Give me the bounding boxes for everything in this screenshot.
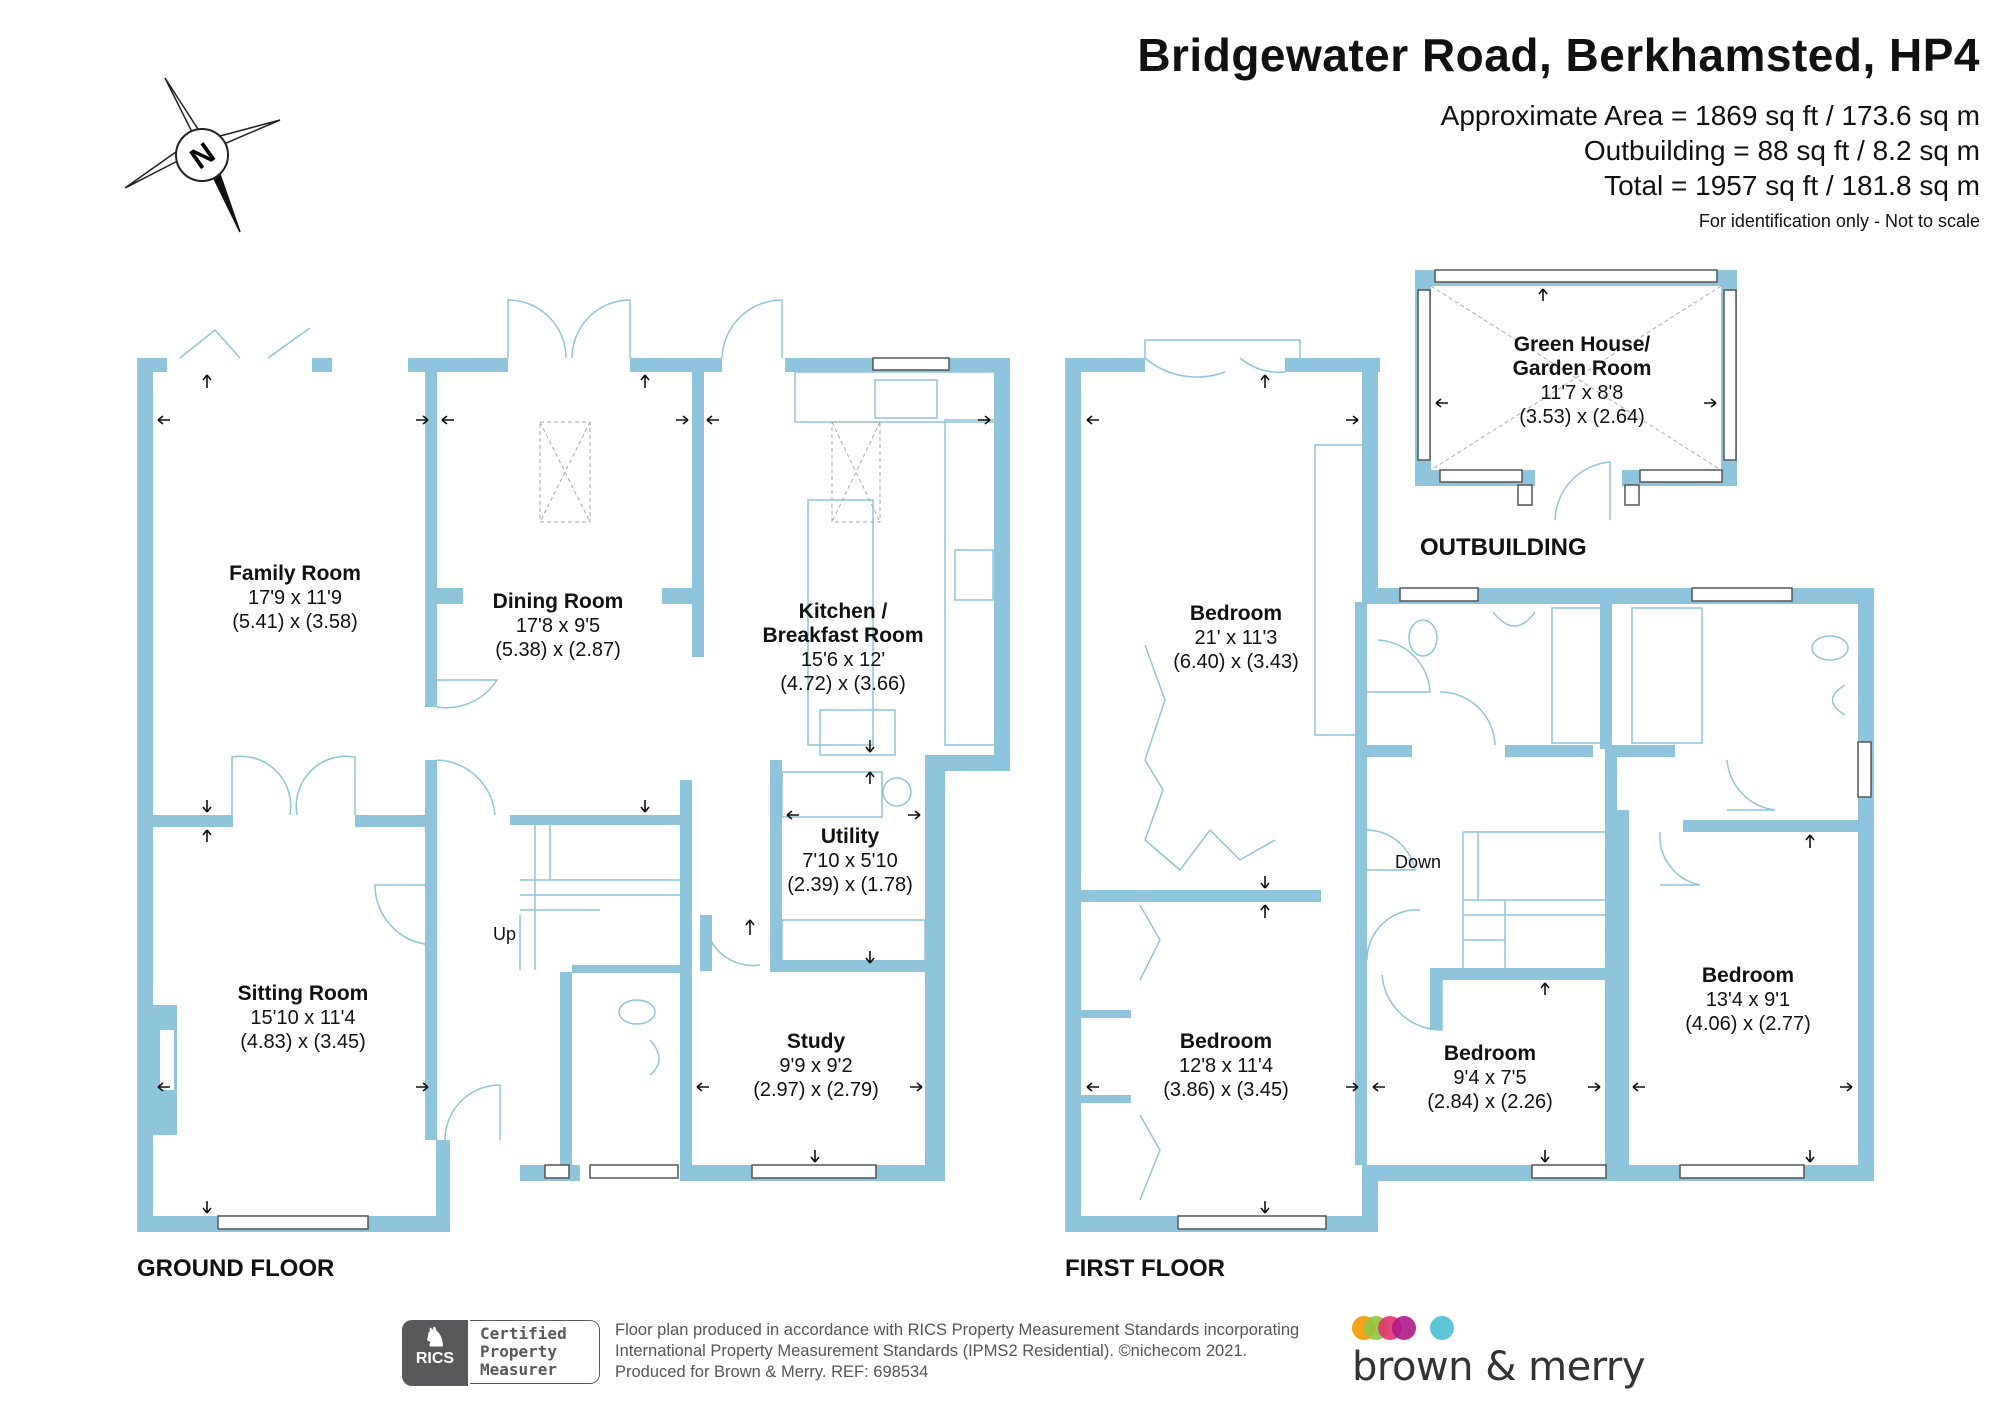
room-name: Study (787, 1030, 846, 1053)
room-bedroom-3: Bedroom 9'4 x 7'5 (2.84) x (2.26) (1427, 1042, 1553, 1113)
footer-text: Floor plan produced in accordance with R… (615, 1320, 1299, 1383)
room-name: Family Room (229, 562, 361, 585)
rics-cert: Certified Property Measurer (470, 1320, 600, 1384)
footer-line: International Property Measurement Stand… (615, 1342, 1248, 1360)
room-dim-imperial: 9'9 x 9'2 (779, 1055, 852, 1077)
brand-logo: brown & merry (1352, 1316, 1646, 1390)
room-name: Bedroom (1702, 964, 1794, 987)
room-name: Green House/ (1514, 333, 1651, 356)
room-dim-metric: (5.41) x (3.58) (232, 611, 358, 633)
room-sitting: Sitting Room 15'10 x 11'4 (4.83) x (3.45… (238, 982, 369, 1053)
room-dim-metric: (4.06) x (2.77) (1685, 1013, 1811, 1035)
stairs-up-label: Up (493, 924, 516, 944)
room-dim-metric: (4.72) x (3.66) (780, 673, 906, 695)
room-utility: Utility 7'10 x 5'10 (2.39) x (1.78) (787, 825, 913, 896)
room-name: Dining Room (493, 590, 624, 613)
footer-line: Produced for Brown & Merry. REF: 698534 (615, 1363, 929, 1381)
room-dim-imperial: 21' x 11'3 (1195, 627, 1278, 649)
title-block: Bridgewater Road, Berkhamsted, HP4 Appro… (1137, 28, 1980, 232)
approx-area: Approximate Area = 1869 sq ft / 173.6 sq… (1440, 100, 1980, 131)
room-dim-metric: (2.84) x (2.26) (1427, 1091, 1553, 1113)
rics-cert-line: Measurer (480, 1360, 558, 1379)
room-name: Bedroom (1180, 1030, 1272, 1053)
room-dim-imperial: 17'9 x 11'9 (248, 587, 342, 609)
stairs-down-label: Down (1395, 852, 1441, 872)
room-dim-metric: (4.83) x (3.45) (240, 1031, 366, 1053)
outbuilding (1415, 269, 1737, 521)
room-name: Bedroom (1444, 1042, 1536, 1065)
room-bedroom-4: Bedroom 13'4 x 9'1 (4.06) x (2.77) (1685, 964, 1811, 1035)
outbuilding-label: OUTBUILDING (1420, 534, 1587, 561)
ground-floor (137, 299, 1010, 1232)
room-name: Bedroom (1190, 602, 1282, 625)
brand-name: brown & merry (1352, 1344, 1646, 1390)
rics-logo: ♞ RICS (402, 1320, 468, 1386)
room-bedroom-2: Bedroom 12'8 x 11'4 (3.86) x (3.45) (1163, 1030, 1289, 1101)
room-dim-metric: (2.39) x (1.78) (787, 874, 913, 896)
room-dim-imperial: 15'6 x 12' (801, 649, 885, 671)
brand-dot (1430, 1316, 1454, 1340)
room-family: Family Room 17'9 x 11'9 (5.41) x (3.58) (229, 562, 361, 633)
rics-logo-text: RICS (415, 1350, 455, 1367)
room-dim-metric: (3.86) x (3.45) (1163, 1079, 1289, 1101)
room-dim-imperial: 11'7 x 8'8 (1541, 382, 1624, 404)
room-dim-imperial: 17'8 x 9'5 (516, 615, 600, 637)
room-name: Utility (821, 825, 880, 848)
room-study: Study 9'9 x 9'2 (2.97) x (2.79) (753, 1030, 879, 1101)
rics-badge: ♞ RICS Certified Property Measurer (402, 1320, 602, 1386)
outbuilding-area: Outbuilding = 88 sq ft / 8.2 sq m (1583, 135, 1980, 166)
room-dim-imperial: 15'10 x 11'4 (250, 1007, 355, 1029)
compass-icon: N (124, 77, 281, 233)
room-dim-metric: (5.38) x (2.87) (495, 639, 621, 661)
room-dim-imperial: 12'8 x 11'4 (1179, 1055, 1273, 1077)
property-title: Bridgewater Road, Berkhamsted, HP4 (1137, 29, 1980, 81)
room-name: Breakfast Room (762, 624, 923, 647)
room-dim-metric: (3.53) x (2.64) (1519, 406, 1645, 428)
room-dim-imperial: 7'10 x 5'10 (802, 850, 898, 872)
footer-line: Floor plan produced in accordance with R… (615, 1321, 1300, 1339)
brand-dots (1352, 1316, 1645, 1342)
room-name: Kitchen / (799, 600, 888, 623)
room-bedroom-1: Bedroom 21' x 11'3 (6.40) x (3.43) (1173, 602, 1299, 673)
total-area: Total = 1957 sq ft / 181.8 sq m (1604, 170, 1980, 201)
rics-cert-line: Certified (480, 1324, 567, 1343)
rics-cert-line: Property (480, 1342, 558, 1361)
room-green-house: Green House/ Garden Room 11'7 x 8'8 (3.5… (1513, 333, 1652, 428)
brand-dot (1392, 1316, 1416, 1340)
room-dim-imperial: 9'4 x 7'5 (1453, 1067, 1526, 1089)
rics-lion-icon: ♞ (423, 1322, 447, 1352)
room-dim-metric: (6.40) x (3.43) (1173, 651, 1299, 673)
room-kitchen: Kitchen / Breakfast Room 15'6 x 12' (4.7… (762, 600, 923, 695)
room-dim-metric: (2.97) x (2.79) (753, 1079, 879, 1101)
room-name: Garden Room (1513, 357, 1652, 380)
room-dining: Dining Room 17'8 x 9'5 (5.38) x (2.87) (493, 590, 624, 661)
first-floor (1065, 339, 1874, 1232)
room-dim-imperial: 13'4 x 9'1 (1706, 989, 1790, 1011)
first-floor-label: FIRST FLOOR (1065, 1255, 1225, 1282)
room-name: Sitting Room (238, 982, 369, 1005)
scale-note: For identification only - Not to scale (1698, 211, 1980, 231)
ground-floor-label: GROUND FLOOR (137, 1255, 334, 1282)
